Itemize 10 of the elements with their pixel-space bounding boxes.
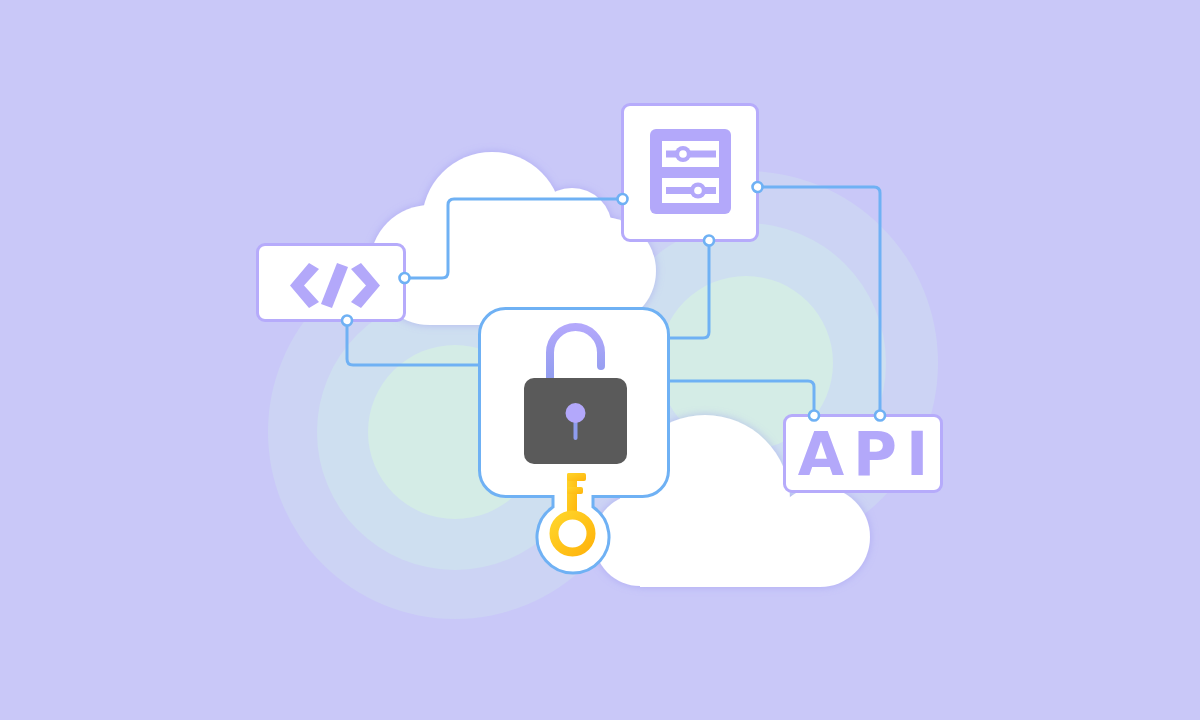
settings-card	[621, 103, 759, 242]
lock-card	[478, 307, 670, 575]
connector-line	[668, 234, 716, 340]
connector-line	[398, 192, 629, 285]
card-label: API	[796, 423, 938, 484]
connector-line	[340, 314, 480, 367]
connector-line	[668, 379, 821, 422]
connector-line	[751, 180, 887, 422]
code-card	[256, 243, 406, 322]
api-card	[783, 414, 943, 493]
